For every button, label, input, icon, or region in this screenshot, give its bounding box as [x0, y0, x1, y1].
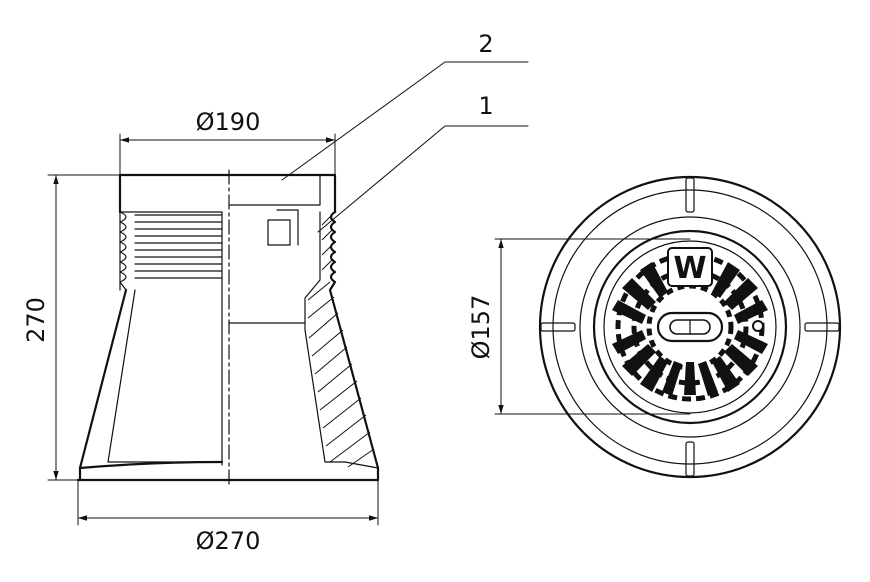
base-right-foot: [344, 461, 379, 469]
top-collar-outline: [118, 173, 337, 214]
w-badge: [667, 247, 713, 287]
callout-1-label: 1: [478, 92, 493, 120]
outer-rim-inner-circle: [552, 189, 828, 465]
side-view: [76, 61, 529, 489]
body-right-inner: [304, 211, 346, 463]
section-hatching: [307, 214, 375, 468]
collar-step: [229, 174, 321, 206]
lid-outer-circle: [592, 229, 788, 425]
dim-height-label: 270: [22, 297, 50, 343]
dimension-height: [47, 174, 121, 481]
thread-left: [119, 211, 223, 291]
leader-line-2: [281, 61, 529, 181]
body-right-outer: [328, 210, 380, 482]
dimension-cover-diameter: [494, 238, 691, 415]
lid-inner-circle: [603, 240, 777, 414]
dim-top-diameter-label: Ø190: [196, 108, 261, 136]
body-left-outer: [78, 288, 128, 482]
dim-cover-diameter-label: Ø157: [467, 295, 495, 360]
dim-bottom-diameter-label: Ø270: [196, 527, 261, 555]
collar-circle: [579, 216, 801, 438]
locking-pin: [267, 209, 299, 246]
leader-line-1: [317, 125, 529, 233]
rim-ribs: [540, 177, 840, 477]
base-outline: [76, 460, 380, 482]
dimension-bottom-diameter: [77, 479, 379, 526]
body-left-inner: [107, 289, 223, 463]
outer-rim-circle: [538, 175, 842, 479]
callout-2-label: 2: [478, 30, 493, 58]
lid-letter: W: [673, 251, 706, 286]
dimension-top-diameter: [119, 133, 336, 176]
top-view: W: [538, 175, 842, 479]
lock-hole: [752, 320, 764, 332]
